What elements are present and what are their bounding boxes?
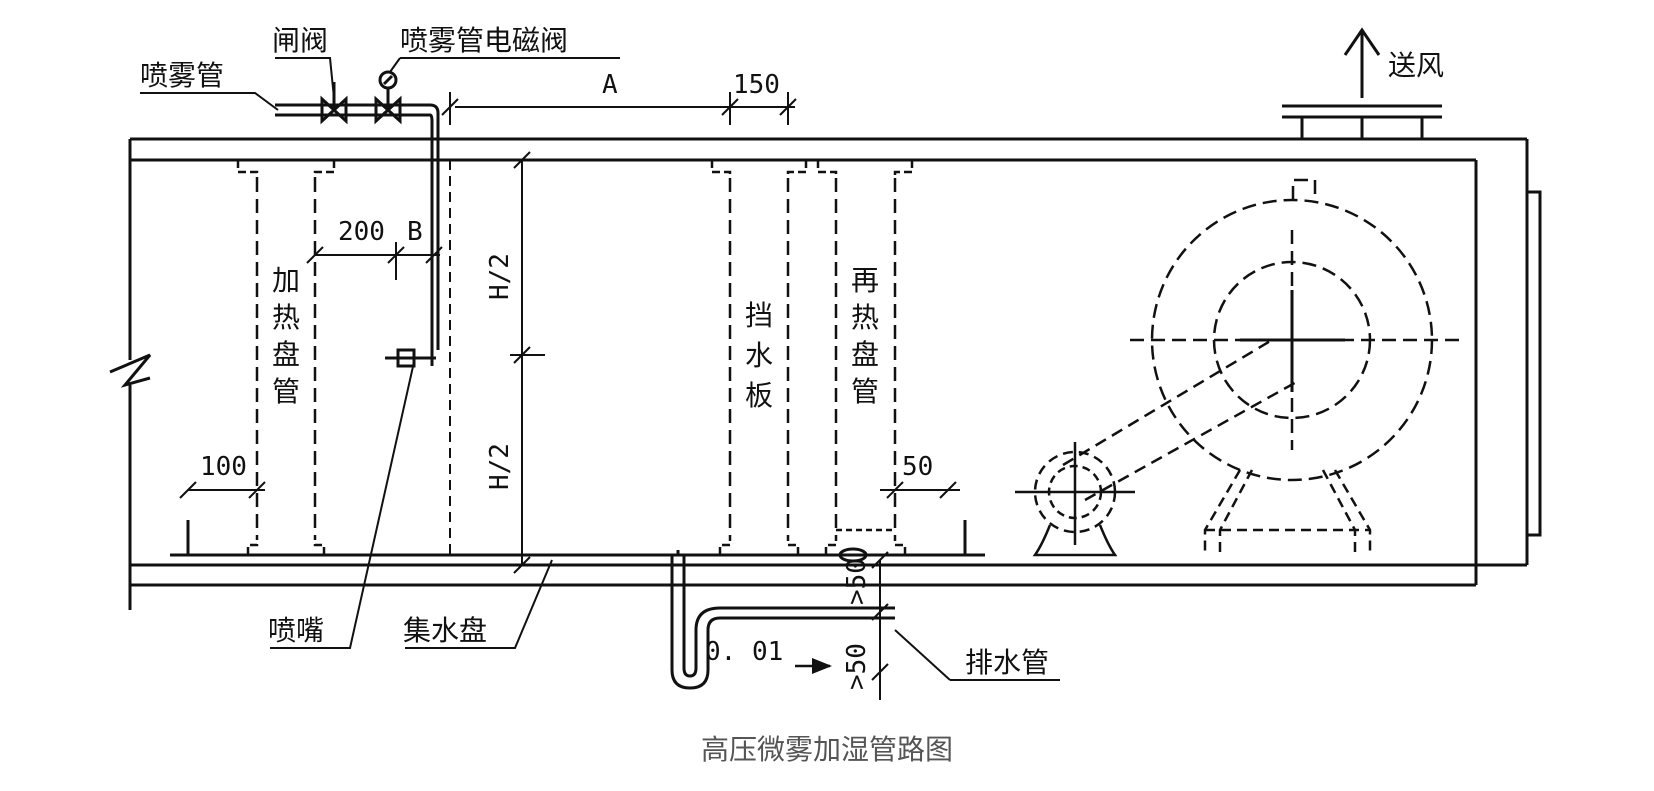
fan-icon [1130, 178, 1460, 482]
label-eliminator-3: 板 [745, 379, 773, 412]
supply-air-arrow-icon [1343, 27, 1381, 98]
leader-lines [140, 57, 1060, 681]
label-spray-pipe: 喷雾管 [140, 59, 224, 92]
reheat-coil [816, 160, 914, 555]
label-nozzle: 喷嘴 [268, 614, 324, 647]
dim-50: 50 [902, 452, 933, 482]
eliminator-label: 挡 水 板 [745, 299, 773, 412]
dim-h-half-bottom: H/2 [485, 443, 515, 490]
dim-h-half-top: H/2 [485, 253, 515, 300]
dimension-lines [179, 92, 960, 700]
label-reheat-coil-2: 热 [851, 301, 879, 334]
heating-coil-label: 加 热 盘 管 [272, 264, 300, 408]
label-reheat-coil-1: 再 [851, 264, 879, 297]
label-eliminator-2: 水 [745, 339, 773, 372]
label-supply-air: 送风 [1388, 49, 1444, 82]
dim-gte50-top: >50 [842, 558, 872, 605]
label-reheat-coil-4: 管 [851, 375, 879, 408]
drip-pan [170, 520, 985, 557]
ahu-casing [109, 137, 1542, 610]
label-reheat-coil-3: 盘 [851, 338, 879, 371]
spray-pipe [275, 103, 440, 350]
dim-slope: 0. 01 [705, 637, 783, 667]
drain-trap [670, 547, 895, 690]
label-gate-valve: 闸阀 [272, 24, 328, 57]
supply-air-outlet [1282, 104, 1442, 139]
moisture-eliminator [710, 160, 808, 555]
nozzle-icon [385, 348, 436, 368]
dim-200: 200 [338, 217, 385, 247]
label-eliminator-1: 挡 [745, 299, 773, 332]
fan-hub [1240, 290, 1345, 392]
label-heating-coil-4: 管 [272, 375, 300, 408]
dim-b: B [407, 217, 423, 247]
motor-icon [1015, 442, 1135, 557]
figure-caption: 高压微雾加湿管路图 [700, 733, 953, 766]
reheat-coil-label: 再 热 盘 管 [851, 264, 879, 408]
heating-coil [236, 160, 336, 555]
solenoid-valve-icon [374, 70, 402, 125]
label-heating-coil-1: 加 [272, 264, 300, 297]
dim-a: A [602, 70, 618, 100]
belt-drive [1062, 338, 1301, 502]
dim-100: 100 [200, 452, 247, 482]
label-drip-pan: 集水盘 [403, 614, 487, 647]
label-solenoid-valve: 喷雾管电磁阀 [400, 24, 568, 57]
label-heating-coil-3: 盘 [272, 338, 300, 371]
dim-gte50-bottom: >50 [842, 643, 872, 690]
label-drain-pipe: 排水管 [965, 646, 1049, 679]
label-heating-coil-2: 热 [272, 301, 300, 334]
dim-150: 150 [733, 70, 780, 100]
fan-stand [1203, 469, 1372, 555]
